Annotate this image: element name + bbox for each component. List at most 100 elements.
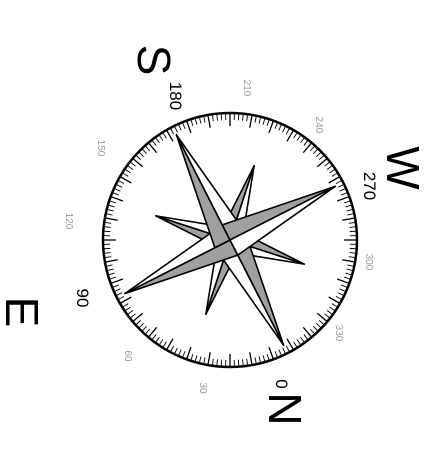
degree-tick — [139, 323, 144, 328]
degree-tick — [344, 201, 351, 203]
degree-tick — [340, 188, 346, 191]
degree-tick — [250, 115, 252, 128]
degree-tick — [340, 289, 346, 292]
degree-tick — [250, 352, 252, 365]
degree-tick — [163, 132, 167, 138]
degree-tick — [337, 279, 349, 283]
degree-tick — [332, 173, 338, 177]
degree-tick — [114, 188, 120, 191]
degree-tick — [178, 124, 181, 130]
degree-tick — [145, 329, 150, 334]
degree-tick — [329, 307, 335, 311]
degree-tick — [341, 192, 347, 195]
degree-tick — [316, 323, 321, 328]
degree-tick — [327, 311, 333, 315]
degree-tick — [105, 218, 118, 220]
degree-tick — [275, 351, 278, 357]
degree-tick — [125, 169, 131, 173]
degree-tick — [122, 304, 128, 308]
degree-tick — [139, 152, 144, 157]
degree-tick — [114, 289, 120, 292]
degree-tick — [275, 122, 278, 128]
degree-tick — [310, 146, 315, 151]
degree-tick — [336, 180, 342, 183]
degree-tick — [116, 293, 122, 296]
degree-label-150: 150 — [95, 140, 106, 157]
degree-tick — [178, 350, 181, 356]
degree-tick — [118, 296, 124, 299]
degree-tick — [304, 140, 308, 146]
degree-tick — [342, 260, 355, 262]
degree-tick — [191, 119, 193, 126]
degree-tick — [336, 296, 342, 299]
degree-tick — [297, 339, 301, 345]
degree-tick — [279, 350, 282, 356]
degree-label-330: 330 — [333, 325, 344, 342]
degree-tick — [313, 326, 318, 331]
degree-tick — [294, 132, 298, 138]
degree-label-120: 120 — [63, 213, 74, 230]
degree-tick — [208, 115, 210, 128]
degree-tick — [170, 128, 173, 134]
degree-tick — [155, 337, 159, 343]
degree-tick — [159, 135, 163, 141]
degree-tick — [174, 348, 177, 354]
degree-tick — [267, 119, 269, 126]
degree-tick — [304, 335, 308, 341]
cardinal-e: E — [0, 297, 48, 328]
degree-tick — [279, 124, 282, 130]
degree-tick — [109, 277, 116, 279]
degree-tick — [310, 329, 315, 334]
star-rays — [125, 135, 335, 345]
degree-tick — [267, 354, 269, 361]
degree-tick — [130, 162, 136, 166]
degree-tick — [325, 314, 331, 318]
degree-tick — [152, 140, 156, 146]
degree-tick — [319, 155, 324, 160]
degree-tick — [125, 307, 131, 311]
degree-tick — [155, 137, 159, 143]
degree-tick — [127, 165, 133, 169]
degree-tick — [301, 137, 305, 143]
cardinal-n: N — [259, 392, 311, 425]
degree-tick — [269, 121, 273, 133]
degree-tick — [191, 354, 193, 361]
degree-tick — [116, 184, 122, 187]
degree-tick — [313, 149, 318, 154]
degree-label-180: 180 — [166, 82, 185, 110]
degree-tick — [301, 337, 305, 343]
degree-tick — [337, 197, 349, 201]
degree-tick — [286, 346, 289, 352]
degree-tick — [182, 351, 185, 357]
degree-tick — [142, 326, 147, 331]
degree-tick — [187, 121, 191, 133]
degree-tick — [187, 347, 191, 359]
degree-tick — [122, 173, 128, 177]
degree-tick — [136, 320, 141, 325]
degree-label-0: 0 — [272, 379, 291, 388]
degree-tick — [319, 320, 324, 325]
cardinal-w: W — [377, 146, 429, 190]
degree-tick — [174, 126, 177, 132]
degree-tick — [269, 347, 273, 359]
degree-tick — [327, 165, 333, 169]
degree-tick — [145, 146, 150, 151]
degree-label-90: 90 — [73, 289, 92, 308]
degree-tick — [329, 169, 335, 173]
degree-tick — [182, 122, 185, 128]
degree-tick — [111, 197, 123, 201]
degree-label-300: 300 — [363, 254, 374, 271]
degree-tick — [342, 218, 355, 220]
degree-tick — [142, 149, 147, 154]
degree-label-210: 210 — [241, 80, 252, 97]
degree-tick — [344, 277, 351, 279]
degree-tick — [332, 304, 338, 308]
degree-tick — [136, 155, 141, 160]
cardinal-s: S — [128, 45, 180, 76]
degree-label-30: 30 — [197, 382, 208, 394]
degree-tick — [283, 126, 286, 132]
degree-tick — [105, 260, 118, 262]
degree-tick — [286, 128, 289, 134]
